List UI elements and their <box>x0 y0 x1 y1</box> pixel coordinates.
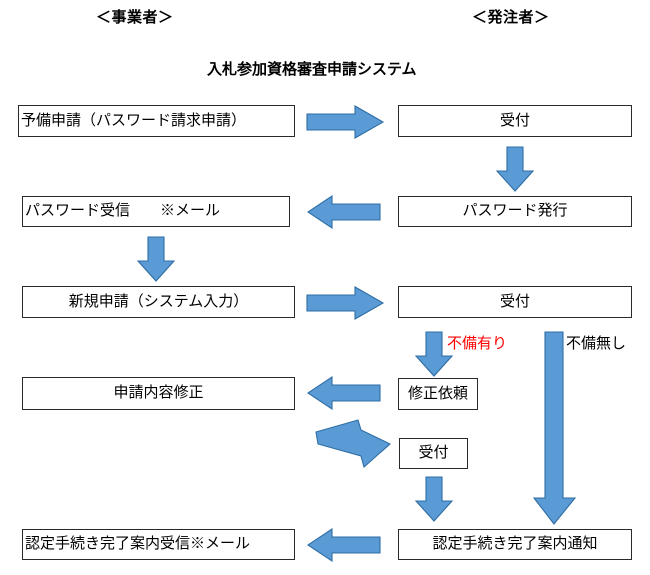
arrow-down-reception-to-password-issue <box>495 146 535 192</box>
arrow-left-completion-notice-to-receive <box>307 527 381 563</box>
box-completion-notice: 認定手続き完了案内通知 <box>398 529 632 560</box>
box-correction-request: 修正依頼 <box>398 378 478 410</box>
arrow-down-long-deficiency-no <box>532 331 577 525</box>
box-new-application: 新規申請（システム入力） <box>22 286 295 318</box>
column-header-client: ＜発注者＞ <box>472 9 550 26</box>
box-reception-1: 受付 <box>398 105 632 137</box>
arrow-down-deficiency-yes <box>414 331 454 377</box>
box-reception-2: 受付 <box>398 286 632 318</box>
label-deficiency-yes: 不備有り <box>447 336 508 352</box>
arrow-right-new-application-to-reception <box>306 286 385 320</box>
column-header-contractor: ＜事業者＞ <box>96 9 174 26</box>
box-password-issue: パスワード発行 <box>398 196 632 227</box>
box-pre-application: 予備申請（パスワード請求申請） <box>18 105 295 137</box>
arrow-down-reception3-to-completion-notice <box>414 476 454 522</box>
label-deficiency-no: 不備無し <box>566 336 627 352</box>
arrow-down-password-receive-to-new-application <box>136 236 176 282</box>
arrow-left-correction-request-to-amend <box>307 375 381 411</box>
arrow-left-password-issue-to-receive <box>307 194 381 230</box>
arrow-diagonal-amend-to-reception <box>315 419 391 468</box>
box-password-receive: パスワード受信 ※メール <box>22 196 290 227</box>
box-amend-application: 申請内容修正 <box>22 377 295 410</box>
diagram-title: 入札参加資格審査申請システム <box>207 61 417 78</box>
box-completion-receive: 認定手続き完了案内受信※メール <box>22 529 295 560</box>
arrow-right-pre-to-reception <box>306 105 385 139</box>
box-reception-3: 受付 <box>399 438 468 469</box>
